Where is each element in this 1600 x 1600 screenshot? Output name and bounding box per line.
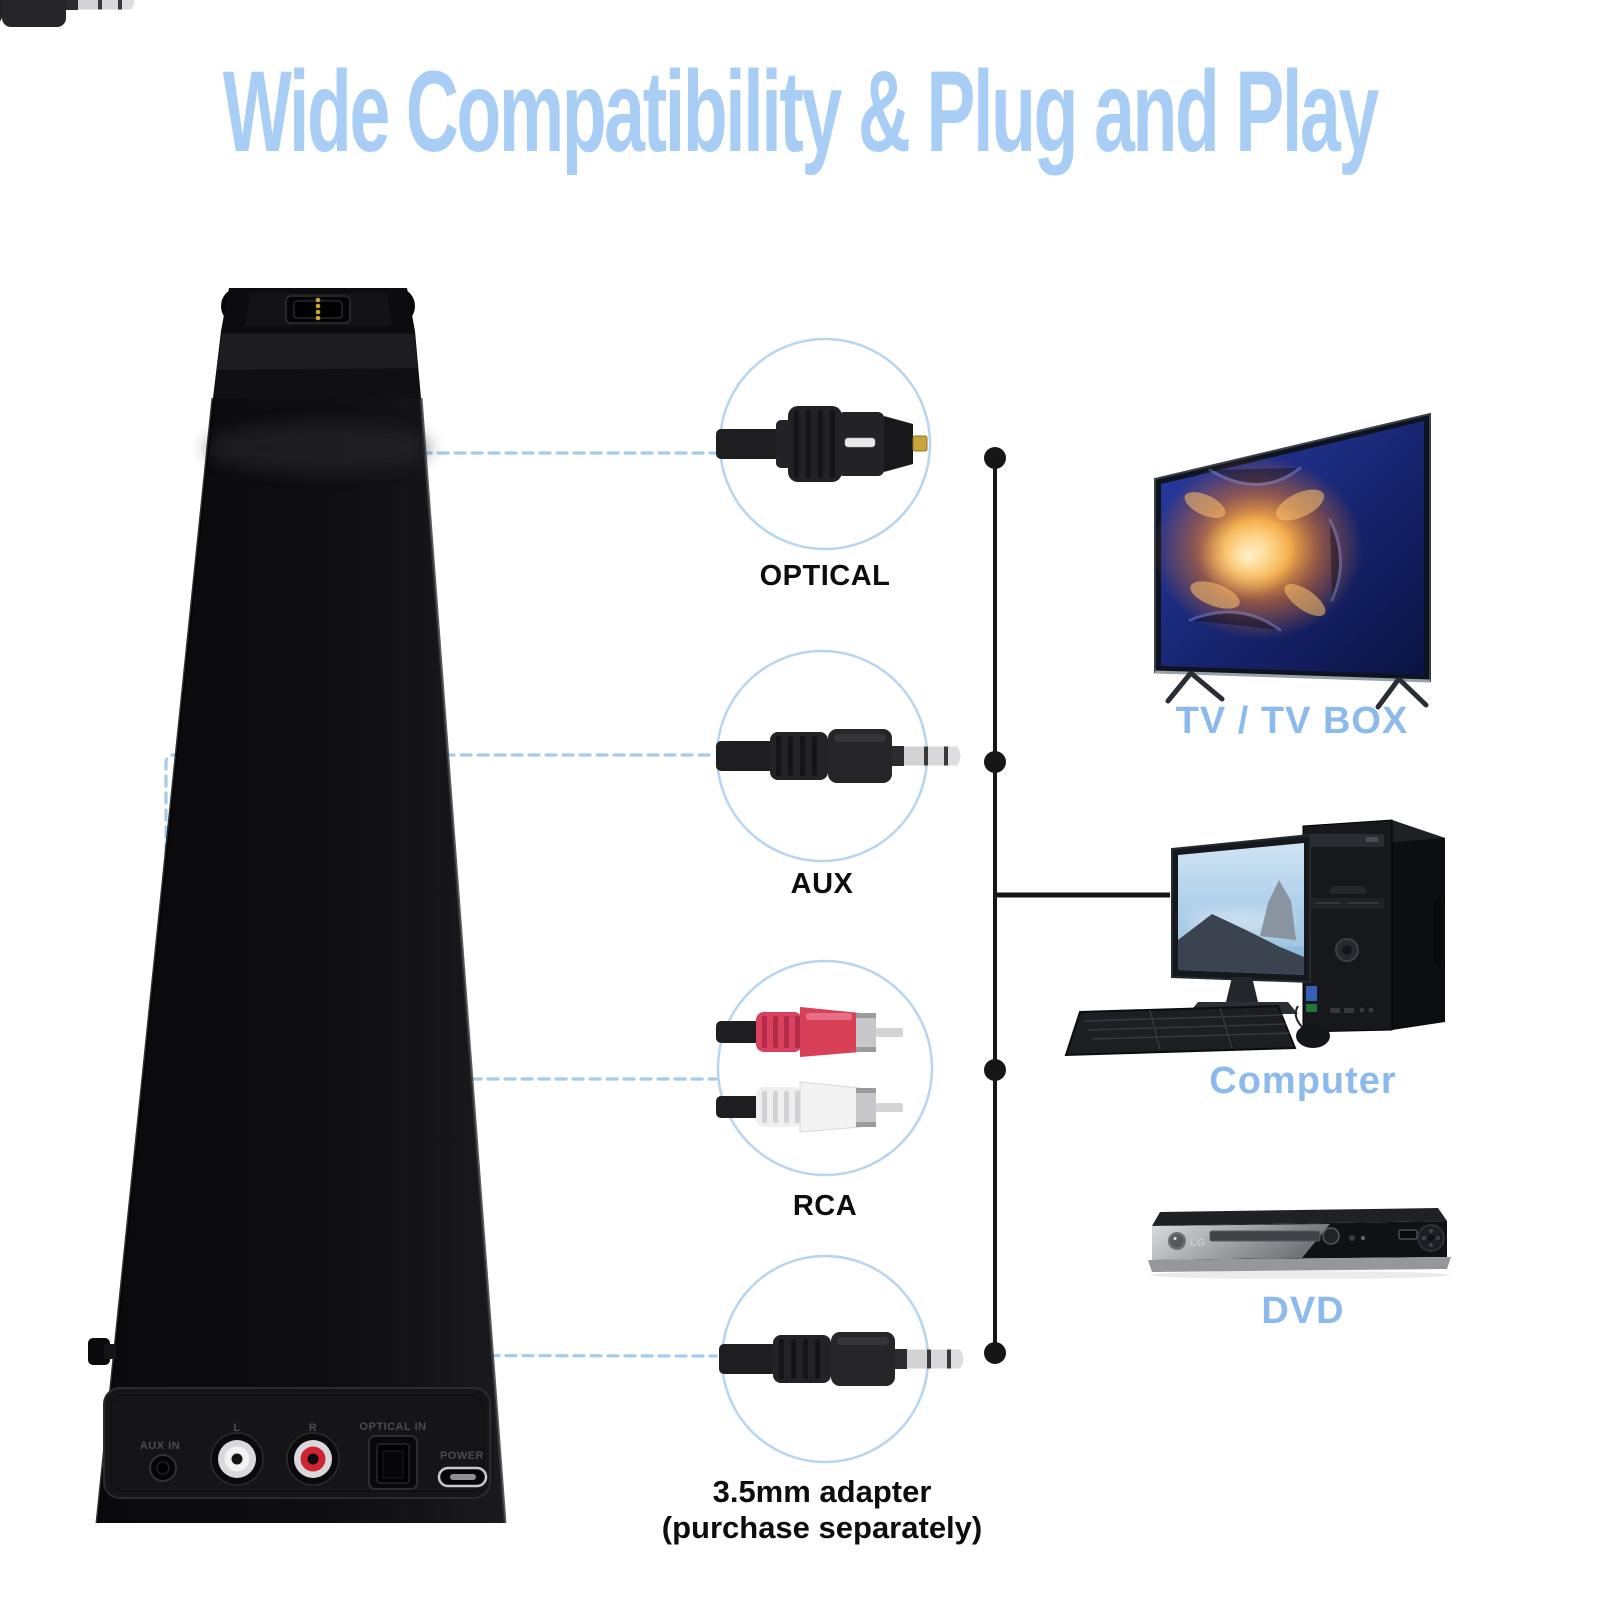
lg-brand-text: LG [1190, 1237, 1205, 1249]
aux-in-port [149, 1454, 177, 1482]
optical-callout-circle [716, 337, 932, 551]
aux-in-port-label: AUX IN [139, 1440, 181, 1452]
dvd-player-image: LG [1148, 1208, 1451, 1279]
rca-r-port-label: R [308, 1422, 318, 1434]
rca-callout-label: RCA [792, 1190, 858, 1222]
aux-callout-circle [715, 649, 961, 863]
speaker-image [88, 288, 507, 1524]
optical-callout-label: OPTICAL [759, 560, 891, 592]
adapter-callout-sublabel: (purchase separately) [661, 1510, 983, 1545]
power-usbc-port [437, 1466, 488, 1488]
tv-device-label: TV / TV BOX [1175, 700, 1409, 742]
dvd-device-label: DVD [1261, 1290, 1345, 1332]
rca-l-port-label: L [233, 1422, 241, 1434]
device-link-line [984, 447, 1170, 1364]
jack-3.5mm-icon [0, 0, 135, 27]
optical-in-port [368, 1435, 418, 1490]
rca-r-port [286, 1432, 340, 1486]
adapter-callout-circle [719, 1254, 964, 1464]
rca-callout-circle [716, 959, 934, 1177]
aux-dashed-line [164, 753, 716, 1400]
optical-in-port-label: OPTICAL IN [359, 1421, 427, 1433]
rca-pair-icon [716, 1007, 903, 1133]
rca-l-port [210, 1432, 264, 1486]
power-port-label: POWER [439, 1450, 485, 1462]
aux-callout-label: AUX [790, 868, 854, 900]
computer-image [1064, 819, 1445, 1057]
computer-device-label: Computer [1209, 1060, 1397, 1102]
page-title-text: Wide Compatibility & Plug and Play [222, 47, 1379, 176]
page-title: Wide Compatibility & Plug and Play [0, 46, 1600, 175]
adapter-callout-label: 3.5mm adapter [712, 1474, 932, 1509]
toslink-optical-cable-icon [716, 406, 928, 482]
tv-image [1153, 412, 1431, 710]
